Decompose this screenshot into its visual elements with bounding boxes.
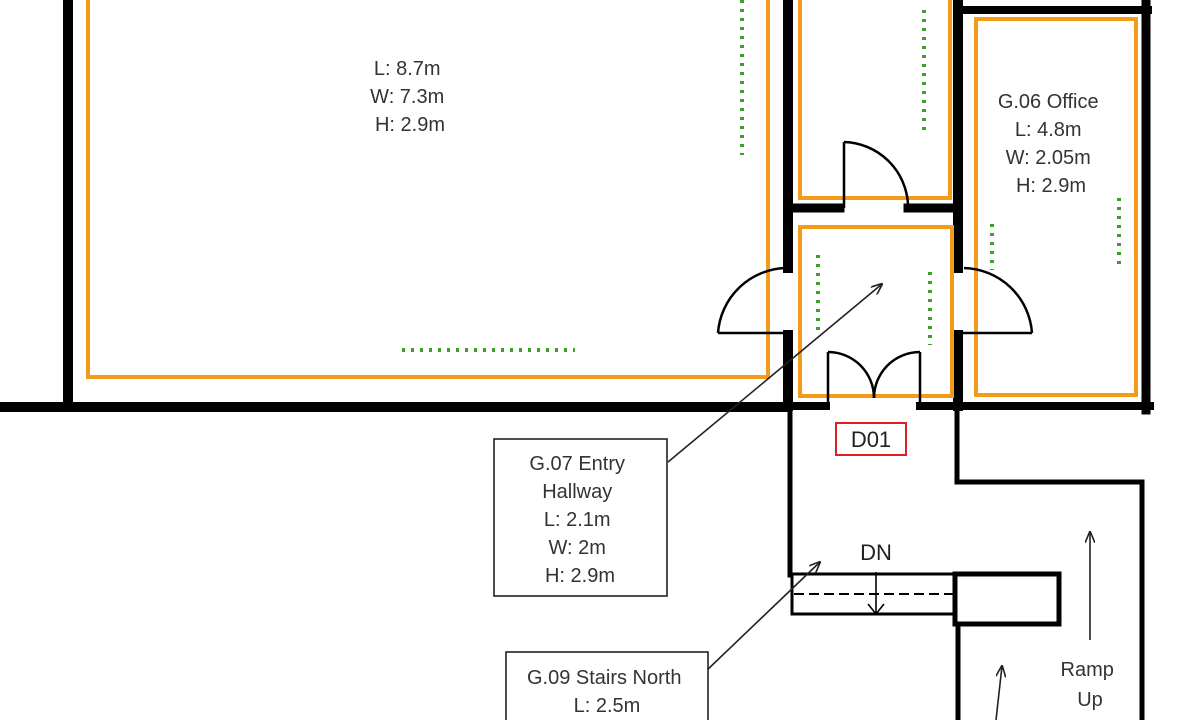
- door-d01-double: [826, 350, 922, 402]
- leader-lines: [667, 284, 882, 673]
- large-room-label: L: 8.7m W: 7.3m H: 2.9m: [370, 58, 450, 136]
- stairs-flight: [790, 572, 958, 616]
- entry-hallway-label: G.07 Entry Hallway L: 2.1m W: 2m H: 2.9m: [529, 453, 630, 587]
- stairs-direction-label: DN: [860, 540, 892, 565]
- ramp-label: Ramp Up: [1061, 659, 1120, 711]
- outline-upper-corridor-room: [798, 0, 952, 200]
- door-tag-label: D01: [851, 427, 891, 452]
- office-label: G.06 Office L: 4.8m W: 2.05m H: 2.9m: [998, 91, 1104, 197]
- door-large-room: [716, 266, 788, 335]
- outline-entry-hallway: [798, 225, 954, 398]
- leader-stairs-north: [704, 562, 820, 673]
- room-outlines: [86, 0, 1138, 398]
- walls: [0, 0, 1154, 720]
- door-office: [962, 266, 1034, 335]
- stairs-north-label: G.09 Stairs North L: 2.5m: [527, 667, 687, 717]
- ramp-arrow-left: [995, 666, 1002, 720]
- stairs: DN: [790, 540, 958, 616]
- outline-office: [974, 17, 1138, 397]
- dotted-markers: [402, 0, 1121, 352]
- doors: [716, 140, 1034, 402]
- entry-hallway-callout-box: [493, 438, 668, 597]
- ramp: Ramp Up: [995, 532, 1120, 720]
- leader-entry-hallway: [667, 284, 882, 463]
- outline-large-room: [86, 0, 770, 379]
- door-tag-box: [835, 422, 907, 456]
- door-upper-corridor: [842, 140, 910, 208]
- stairs-north-callout-box: [505, 651, 709, 720]
- stair-landing-box: [952, 571, 1062, 627]
- stairs-dn-arrowhead: [867, 603, 885, 616]
